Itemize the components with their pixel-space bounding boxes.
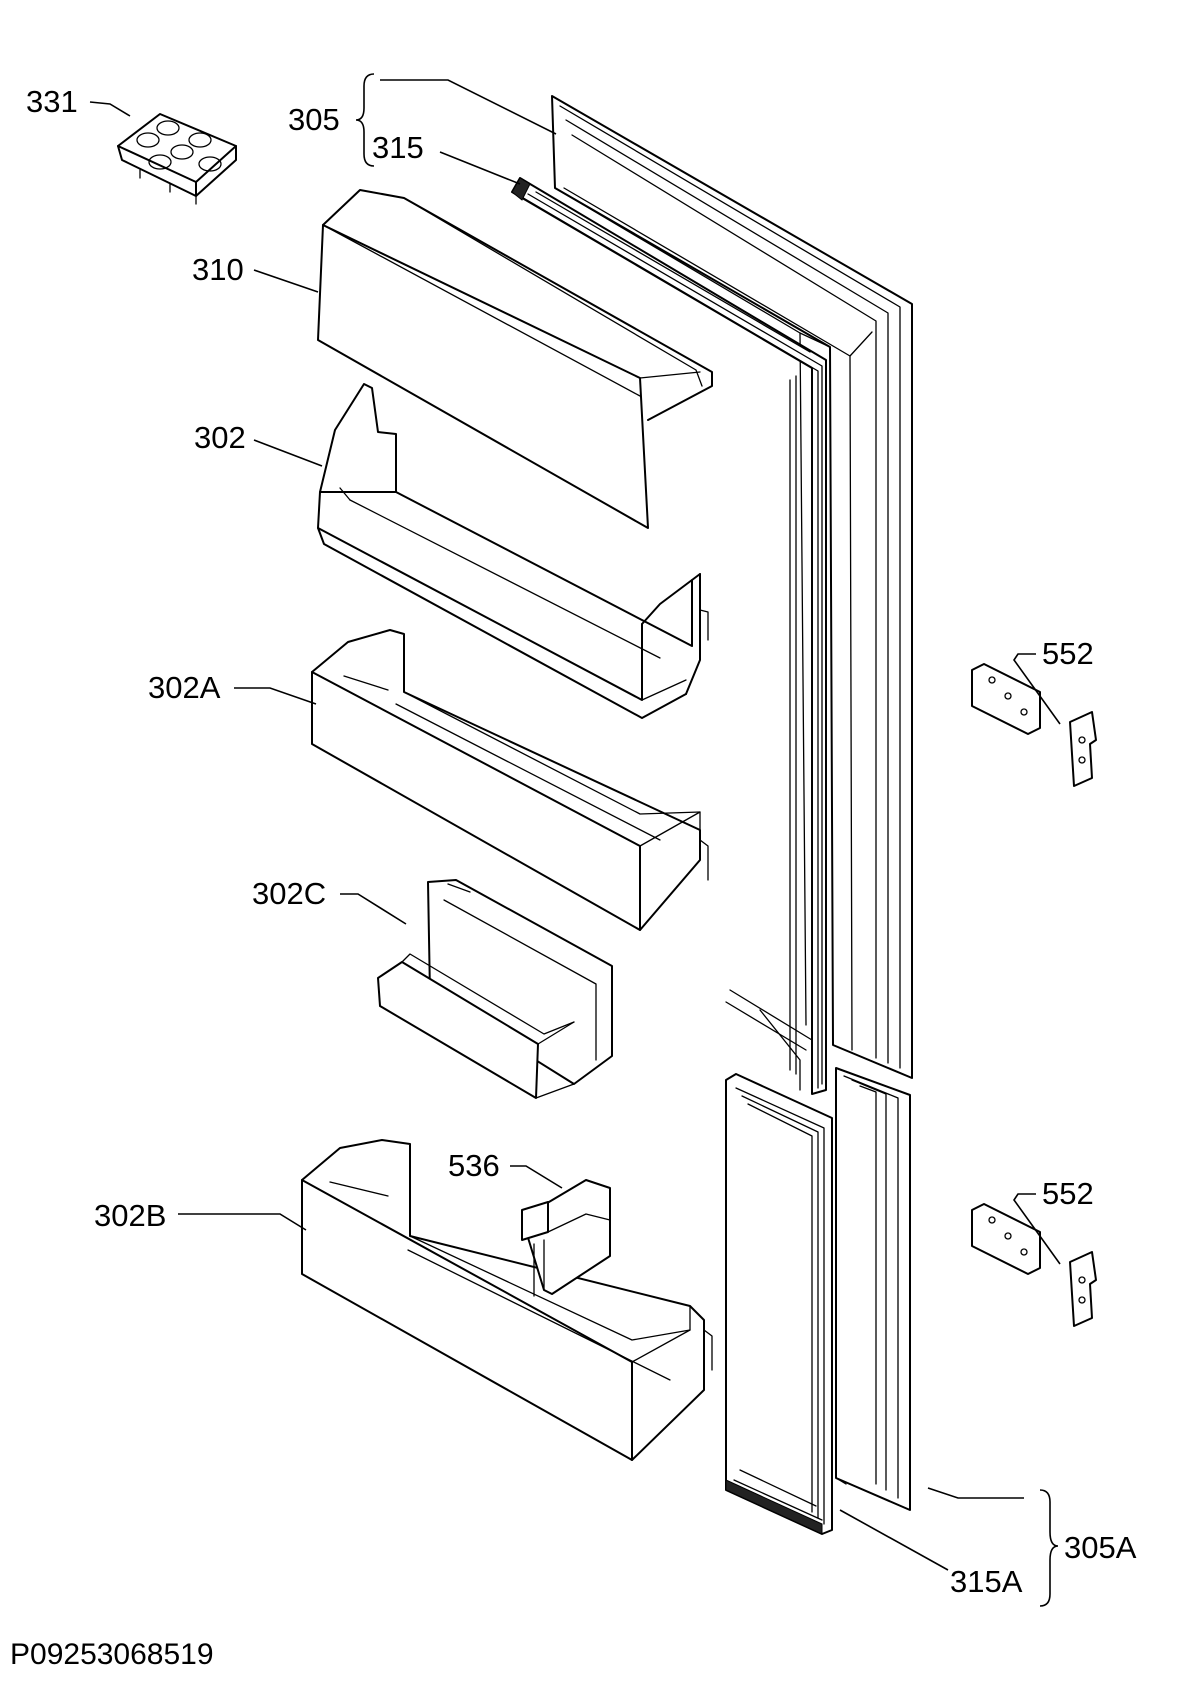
- egg-tray: [117, 113, 237, 205]
- hinge-lower: [971, 1203, 1097, 1327]
- upper-shelf: [317, 383, 709, 719]
- label-302: 302: [194, 420, 246, 455]
- brace-305A: [1039, 1489, 1059, 1607]
- upper-door: [511, 95, 913, 1095]
- lower-door: [725, 1067, 911, 1535]
- holder: [521, 1179, 611, 1297]
- drawing-code: P09253068519: [10, 1638, 214, 1671]
- bottom-shelf: [301, 1139, 713, 1461]
- label-310: 310: [192, 252, 244, 287]
- label-302A: 302A: [148, 670, 221, 705]
- shelf-cover: [317, 189, 713, 529]
- label-552-lower: 552: [1042, 1176, 1094, 1211]
- middle-shelf: [311, 629, 709, 931]
- upper-gasket: [511, 177, 827, 1095]
- label-302B: 302B: [94, 1198, 166, 1233]
- small-shelf: [377, 879, 613, 1099]
- lower-gasket: [725, 1073, 833, 1535]
- label-315: 315: [372, 130, 424, 165]
- label-305: 305: [288, 102, 340, 137]
- label-305A: 305A: [1064, 1530, 1137, 1565]
- label-536: 536: [448, 1148, 500, 1183]
- hinge-upper: [971, 663, 1097, 787]
- brace-305: [355, 73, 375, 167]
- leader-lines: [89, 79, 1061, 1571]
- label-315A: 315A: [950, 1564, 1023, 1599]
- label-552-upper: 552: [1042, 636, 1094, 671]
- label-331: 331: [26, 84, 78, 119]
- label-302C: 302C: [252, 876, 326, 911]
